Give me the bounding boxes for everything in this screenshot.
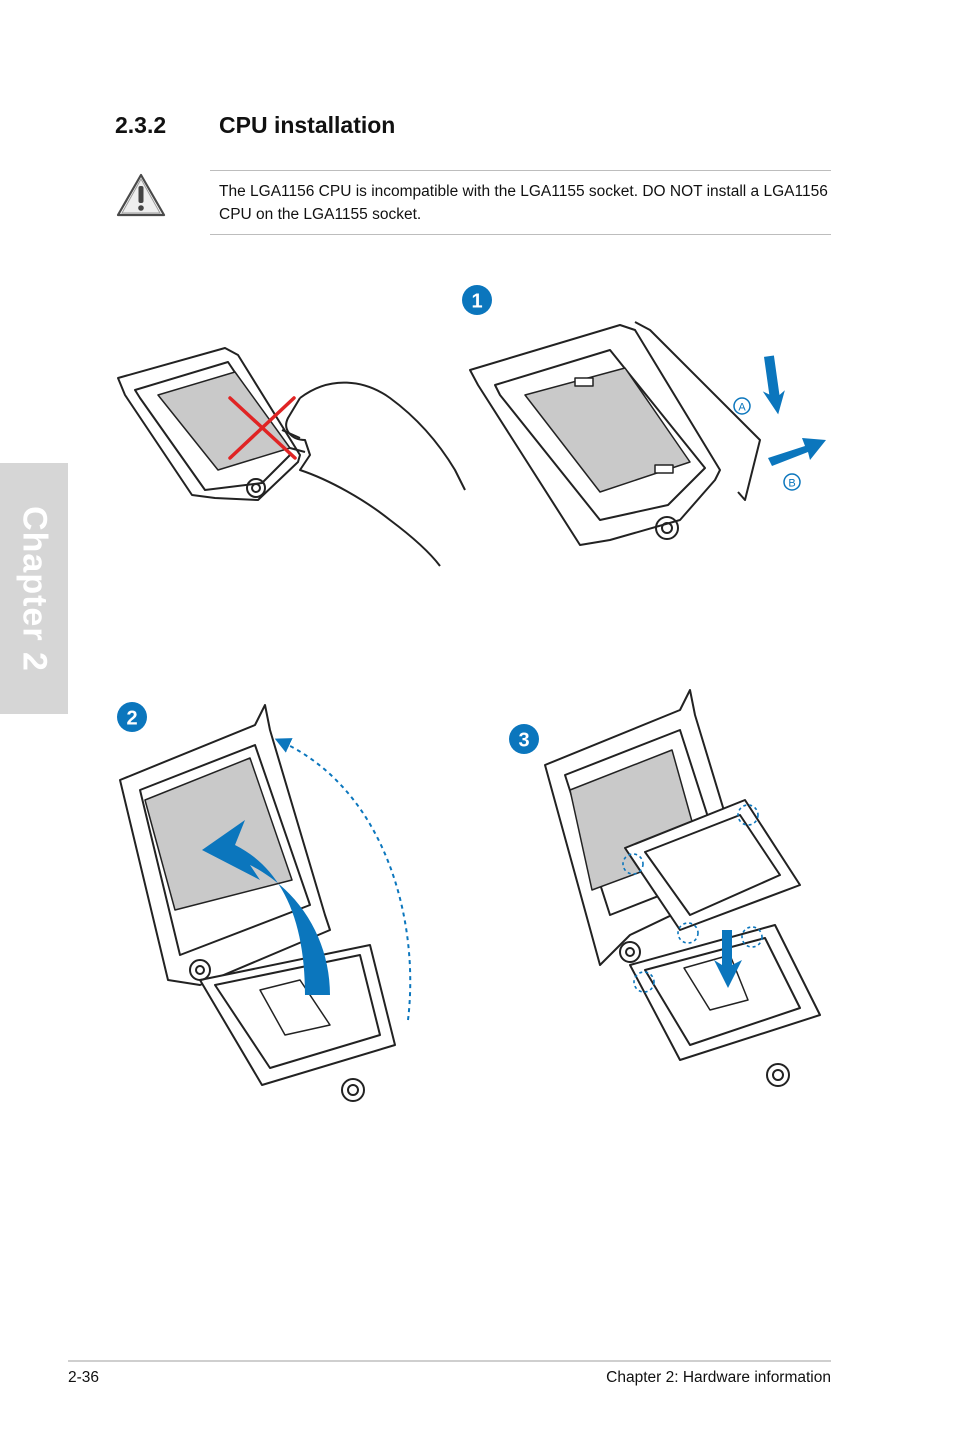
- socket-open-illustration: [119, 704, 396, 1102]
- section-heading: 2.3.2 CPU installation: [115, 112, 395, 139]
- prohibited-x-mark: [228, 396, 297, 460]
- warning-text: The LGA1156 CPU is incompatible with the…: [219, 183, 828, 223]
- arrow-label-b: B: [783, 473, 801, 491]
- step-badge-1-text: 1: [471, 291, 482, 313]
- chapter-tab: Chapter 2: [0, 463, 68, 714]
- warning-rule-bottom: [210, 234, 831, 235]
- socket-cpu-illustration: [544, 689, 821, 1087]
- arrow-label-a: A: [733, 397, 751, 415]
- step-badge-2: 2: [117, 702, 147, 732]
- arrow-label-a-text: A: [738, 402, 746, 414]
- arrow-label-b-text: B: [788, 478, 795, 490]
- section-number: 2.3.2: [115, 112, 167, 138]
- warning-triangle-icon: [116, 173, 166, 217]
- lever-arrows: [762, 355, 826, 466]
- insert-cpu-arrow: [714, 930, 742, 988]
- footer-chapter-label: Chapter 2: Hardware information: [606, 1369, 831, 1386]
- footer-rule: [68, 1360, 831, 1362]
- section-title: CPU installation: [219, 112, 396, 138]
- step-badge-3: 3: [509, 724, 539, 754]
- cpu-installation-figure: A B: [117, 285, 826, 1102]
- step-badge-2-text: 2: [126, 708, 137, 730]
- step-badge-1: 1: [462, 285, 492, 315]
- warning-rule-top: [210, 170, 831, 171]
- lift-arrow: [202, 820, 330, 995]
- alignment-notch-markers: [622, 804, 763, 993]
- page-number: 2-36: [68, 1369, 100, 1386]
- socket-hand-illustration: [117, 347, 466, 567]
- step-badge-3-text: 3: [518, 730, 529, 752]
- socket-closed-illustration: [469, 321, 761, 546]
- dashed-rotation-arc: [274, 738, 412, 1021]
